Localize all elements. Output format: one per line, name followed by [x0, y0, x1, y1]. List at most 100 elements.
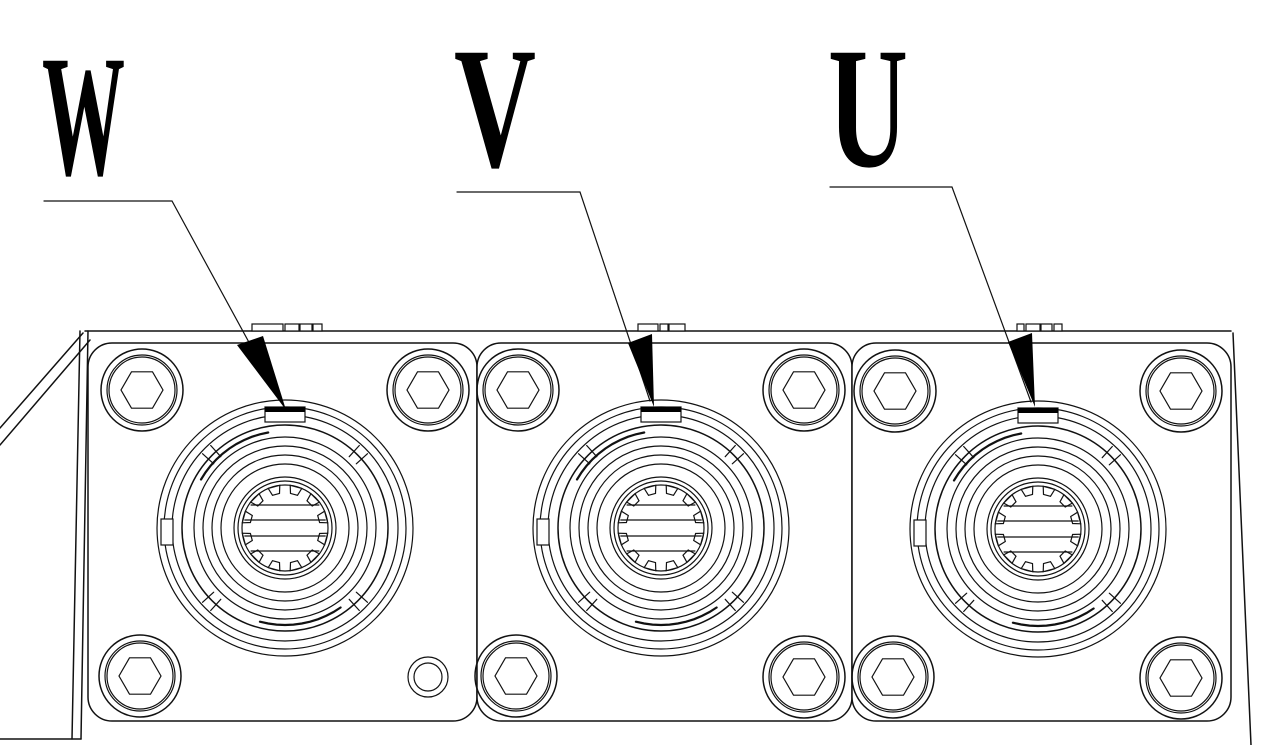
connector-ring: [578, 445, 744, 611]
hex-socket-icon: [118, 657, 162, 695]
spline-tooth: [625, 492, 640, 507]
screw-head-ring: [770, 356, 838, 424]
top-tab-segment: [668, 323, 686, 332]
connector-ring: [596, 463, 726, 593]
top-tab-segment: [637, 323, 659, 332]
housing-edge-line: [80, 330, 89, 740]
bayonet-notch: [1108, 592, 1122, 604]
spline-tooth: [1020, 485, 1034, 497]
phase-label-w: W: [42, 21, 125, 212]
screw-head-ring: [480, 640, 552, 712]
hex-socket-screw: [762, 635, 846, 719]
bayonet-notch: [1108, 454, 1122, 466]
leader-arrow-u: [1008, 333, 1035, 407]
screw-head-outer: [762, 348, 846, 432]
bayonet-notch: [577, 591, 591, 603]
screw-head-ring: [770, 643, 838, 711]
bayonet-notch: [577, 453, 591, 465]
bayonet-notch: [1101, 599, 1113, 613]
spline-tooth: [1020, 561, 1034, 573]
connector-ring: [532, 399, 790, 657]
connector-ring: [909, 400, 1167, 658]
socket-rim: [237, 480, 333, 576]
bayonet-notch: [586, 444, 598, 458]
screw-head-ring: [859, 355, 931, 427]
top-tab-segment: [251, 323, 284, 332]
connector-v: [532, 399, 790, 657]
screw-head-outer: [1139, 636, 1223, 720]
hex-socket-icon: [782, 658, 826, 696]
top-tab-segment: [299, 323, 313, 332]
screw-head-outer: [100, 348, 184, 432]
connector-u: [909, 400, 1167, 658]
screw-head-outer: [853, 349, 937, 433]
screw-head-ring: [394, 356, 462, 424]
housing-edge-line: [1232, 332, 1252, 745]
screw-head-ring: [392, 354, 464, 426]
spline-bore: [994, 485, 1082, 573]
spline-tooth: [643, 560, 657, 572]
locking-spring-arc: [634, 606, 718, 627]
screw-head-outer: [762, 635, 846, 719]
hex-socket-icon: [406, 371, 450, 409]
hex-socket-icon: [871, 658, 915, 696]
screw-head-ring: [1145, 355, 1217, 427]
socket-rim: [233, 476, 337, 580]
housing-edge-line: [71, 330, 81, 740]
leader-line-v: [456, 191, 651, 402]
pilot-hole-inner: [413, 662, 443, 692]
spline-bore: [241, 484, 329, 572]
spline-tooth: [1002, 493, 1017, 508]
hex-socket-screw: [1139, 349, 1223, 433]
socket-rim: [986, 477, 1090, 581]
hex-socket-icon: [1159, 659, 1203, 697]
top-tab-segment: [1053, 323, 1063, 332]
spline-tooth: [267, 560, 281, 572]
hex-socket-screw: [98, 634, 182, 718]
locking-spring-arc: [258, 606, 342, 627]
screw-head-ring: [861, 357, 929, 425]
connector-ring: [211, 454, 359, 602]
round-connectors: [156, 399, 1167, 658]
leader-arrow-v: [628, 334, 654, 407]
hex-socket-icon: [1159, 372, 1203, 410]
spline-tooth: [665, 560, 679, 572]
top-tab-segment: [1016, 323, 1025, 332]
bayonet-notch: [586, 598, 598, 612]
screw-head-outer: [1139, 349, 1223, 433]
top-edge-tabs: [251, 323, 1063, 332]
pilot-hole: [407, 656, 449, 698]
spline-tooth: [1042, 561, 1056, 573]
connector-ring: [193, 436, 377, 620]
connector-ring: [569, 436, 753, 620]
bayonet-notch: [201, 591, 215, 603]
side-tab: [536, 518, 550, 546]
screw-head-ring: [768, 354, 840, 426]
bayonet-notch: [355, 453, 369, 465]
screw-head-ring: [1147, 644, 1215, 712]
polarizing-tab-cap: [265, 407, 305, 412]
housing-edge-line: [0, 339, 91, 446]
hex-socket-screw: [476, 348, 560, 432]
socket-rim: [609, 476, 713, 580]
bayonet-notch: [724, 444, 736, 458]
top-tab-segment: [284, 323, 300, 332]
bayonet-notch: [201, 453, 215, 465]
locking-spring-arc: [575, 431, 646, 481]
bayonet-notch: [954, 454, 968, 466]
locking-spring-arc: [1011, 607, 1095, 628]
polarizing-tab-cap: [1018, 408, 1058, 413]
spline-tooth: [267, 484, 281, 496]
side-tab: [913, 519, 927, 547]
bayonet-notch: [1101, 445, 1113, 459]
screw-head-ring: [859, 643, 927, 711]
screw-head-outer: [474, 634, 558, 718]
connector-ring: [220, 463, 350, 593]
hex-socket-icon: [496, 371, 540, 409]
top-tab-segment: [659, 323, 669, 332]
top-tab-segment: [312, 323, 323, 332]
top-tab-segment: [1025, 323, 1041, 332]
hex-socket-screw: [1139, 636, 1223, 720]
